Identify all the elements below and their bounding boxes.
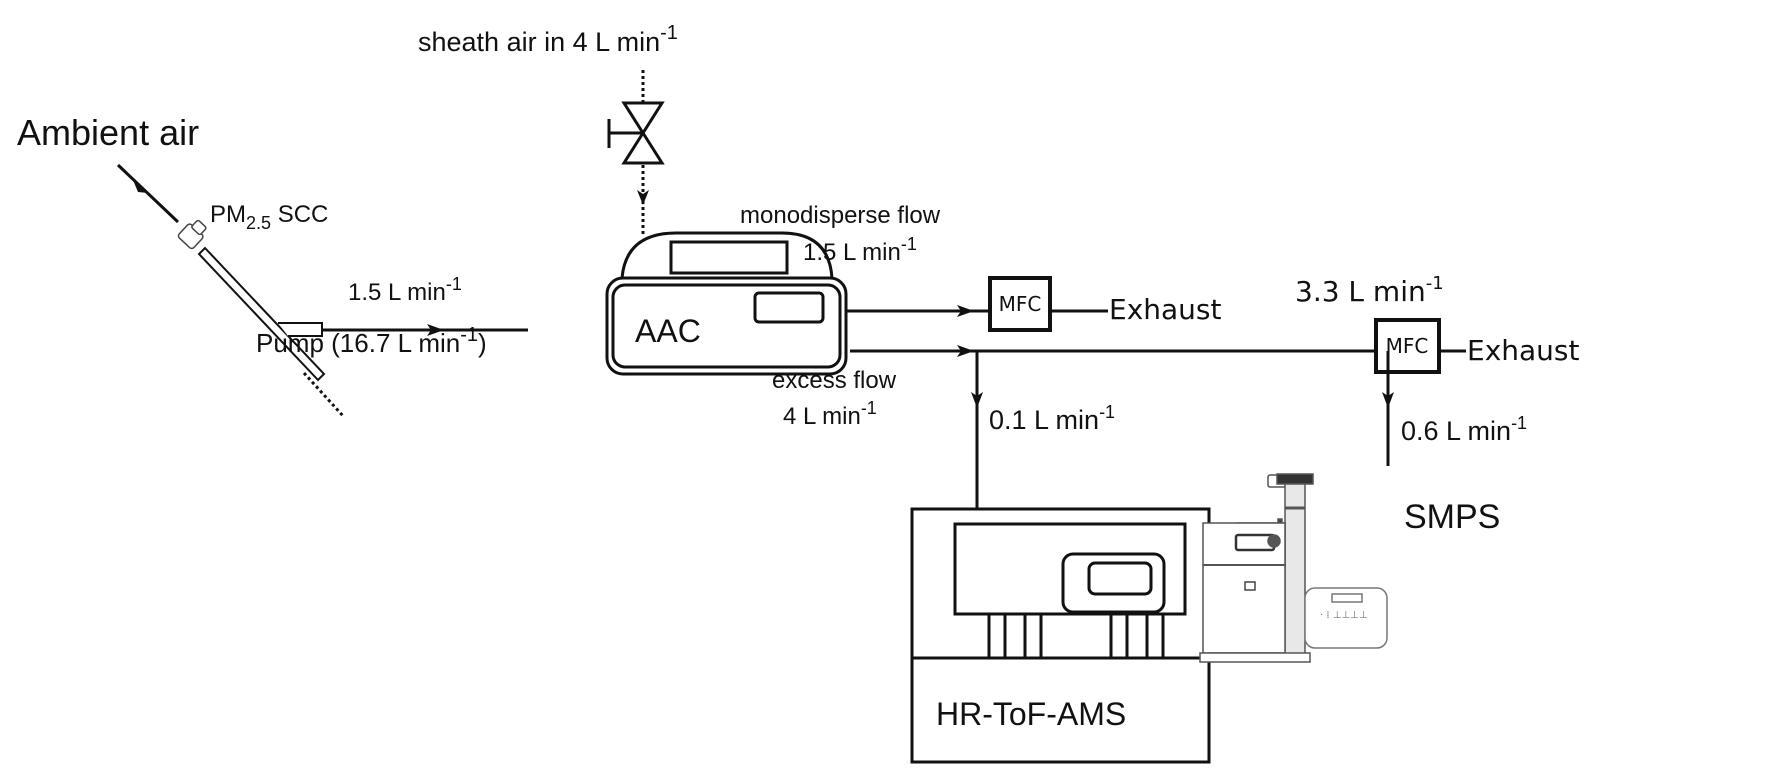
ams-flow-label: 0.1 L min-1 [989,402,1115,435]
aac-instrument [605,231,848,376]
sheath-air-label: sheath air in 4 L min-1 [418,22,678,57]
mfc-1-label: MFC [999,292,1042,316]
ambient-inlet-line [116,163,180,224]
ams-arrow-icon [971,392,983,408]
ams-label: HR-ToF-AMS [936,696,1126,732]
mfc-2-box [1374,318,1441,374]
pump-label: Pump (16.7 L min-1) [256,324,487,358]
inlet-arrow-icon [427,324,444,336]
smps-arrow-icon [1382,392,1394,408]
ambient-air-label: Ambient air [17,112,199,153]
mfc-1-box [988,276,1052,332]
mfc-2-label: MFC [1386,334,1429,358]
sheath-valve-icon [607,70,665,235]
smps-flow-label: 0.6 L min-1 [1401,413,1527,446]
ambient-arrow-icon [133,180,148,193]
pm25-cyclone-icon [177,219,346,419]
excess-arrow-icon [957,345,974,357]
svg-text:· ⁞ ⊥⊥⊥⊥: · ⁞ ⊥⊥⊥⊥ [1320,610,1368,621]
monodisperse-flow-value: 1.5 L min-1 [803,234,917,266]
exhaust-2-label: Exhaust [1467,334,1580,367]
monodisperse-flow-label: monodisperse flow [740,202,941,229]
smps-instrument: · ⁞ ⊥⊥⊥⊥ [1199,473,1388,663]
mfc-2-flow-label: 3.3 L min-1 [1295,273,1444,308]
aac-label: AAC [635,313,701,349]
pm25-scc-label: PM2.5 SCC [210,201,328,233]
excess-flow-label: excess flow [772,367,897,394]
excess-flow-value: 4 L min-1 [783,398,877,430]
exhaust-1-label: Exhaust [1109,293,1222,326]
inlet-flow-label: 1.5 L min-1 [348,274,462,306]
monodisperse-arrow-icon [957,305,974,317]
smps-label: SMPS [1404,498,1500,536]
